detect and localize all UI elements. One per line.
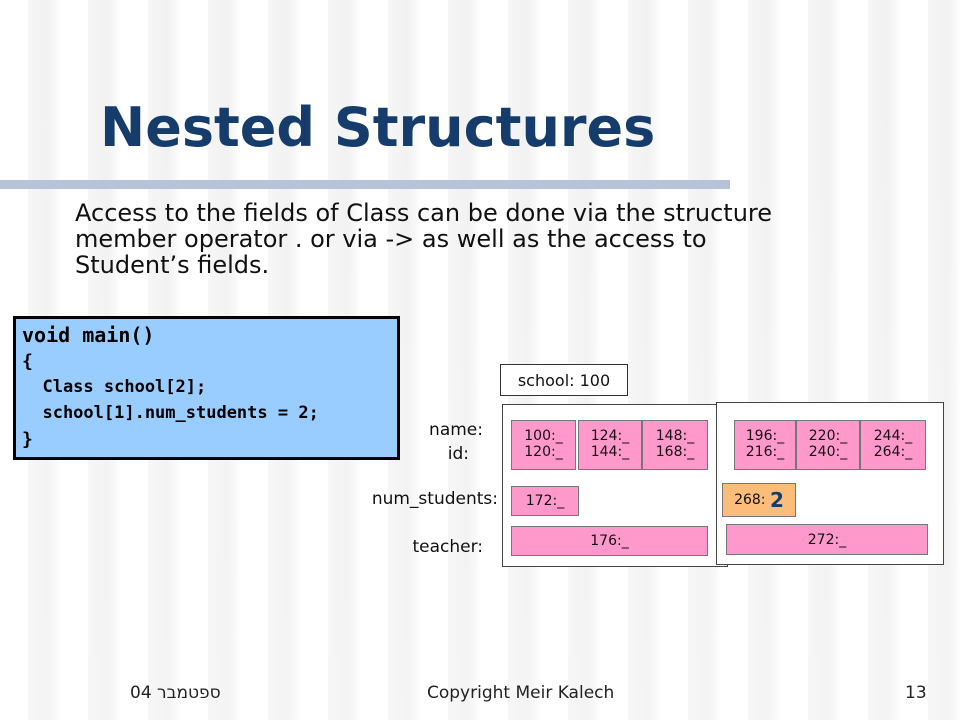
code-line: }: [22, 429, 33, 450]
field-label-name: name:: [429, 420, 483, 440]
code-line: void main(): [22, 323, 155, 347]
body-line-2: member operator . or via -> as well as t…: [75, 225, 707, 253]
struct-box-school-1: 196:_ 216:_ 220:_ 240:_ 244:_ 264:_ 268:…: [716, 402, 944, 565]
body-line-1: Access to the fields of Class can be don…: [75, 199, 773, 227]
cell-text: 216:_: [745, 444, 785, 460]
teacher-cell: 176:_: [511, 526, 708, 556]
code-line: school[1].num_students = 2;: [22, 403, 319, 423]
teacher-cell: 272:_: [726, 524, 928, 555]
field-label-id: id:: [447, 444, 469, 464]
code-line: Class school[2];: [22, 377, 207, 397]
title-underline-bar: [0, 180, 730, 189]
slide-title: Nested Structures: [100, 96, 656, 159]
cell-text: 148:_: [655, 428, 695, 444]
footer-page-number: 13: [905, 683, 927, 703]
student-cell: 244:_ 264:_: [860, 420, 926, 470]
field-label-num-students: num_students:: [371, 489, 498, 509]
cell-text: 240:_: [808, 444, 848, 460]
student-cell: 196:_ 216:_: [734, 420, 796, 470]
code-box: void main() { Class school[2]; school[1]…: [13, 316, 400, 460]
cell-text: 264:_: [873, 444, 913, 460]
student-cell: 124:_ 144:_: [578, 420, 642, 470]
num-students-cell: 172:_: [511, 486, 579, 516]
cell-text: 120:_: [524, 444, 563, 460]
cell-text: 244:_: [873, 428, 913, 444]
body-line-3: Student’s fields.: [75, 251, 270, 279]
student-cell: 100:_ 120:_: [511, 420, 576, 470]
cell-text: 168:_: [655, 444, 695, 460]
cell-text: 124:_: [590, 428, 630, 444]
footer-copyright: Copyright Meir Kalech: [427, 683, 615, 703]
field-label-teacher: teacher:: [412, 537, 483, 557]
slide-body-text: Access to the fields of Class can be don…: [75, 200, 931, 278]
num-students-cell-highlighted: 268: 2: [722, 483, 796, 517]
cell-text: 100:_: [524, 428, 563, 444]
cell-text: 220:_: [808, 428, 848, 444]
student-cell: 148:_ 168:_: [642, 420, 708, 470]
struct-box-school-0: 100:_ 120:_ 124:_ 144:_ 148:_ 168:_ 172:…: [502, 404, 728, 567]
footer-date: ספטמבר 04: [130, 683, 221, 703]
code-line: {: [22, 351, 33, 372]
cell-text: 196:_: [745, 428, 785, 444]
cell-text: 144:_: [590, 444, 630, 460]
student-cell: 220:_ 240:_: [796, 420, 860, 470]
school-address-label: school: 100: [500, 364, 628, 396]
num-students-value: 2: [769, 488, 784, 512]
num-students-address: 268:: [734, 492, 766, 508]
